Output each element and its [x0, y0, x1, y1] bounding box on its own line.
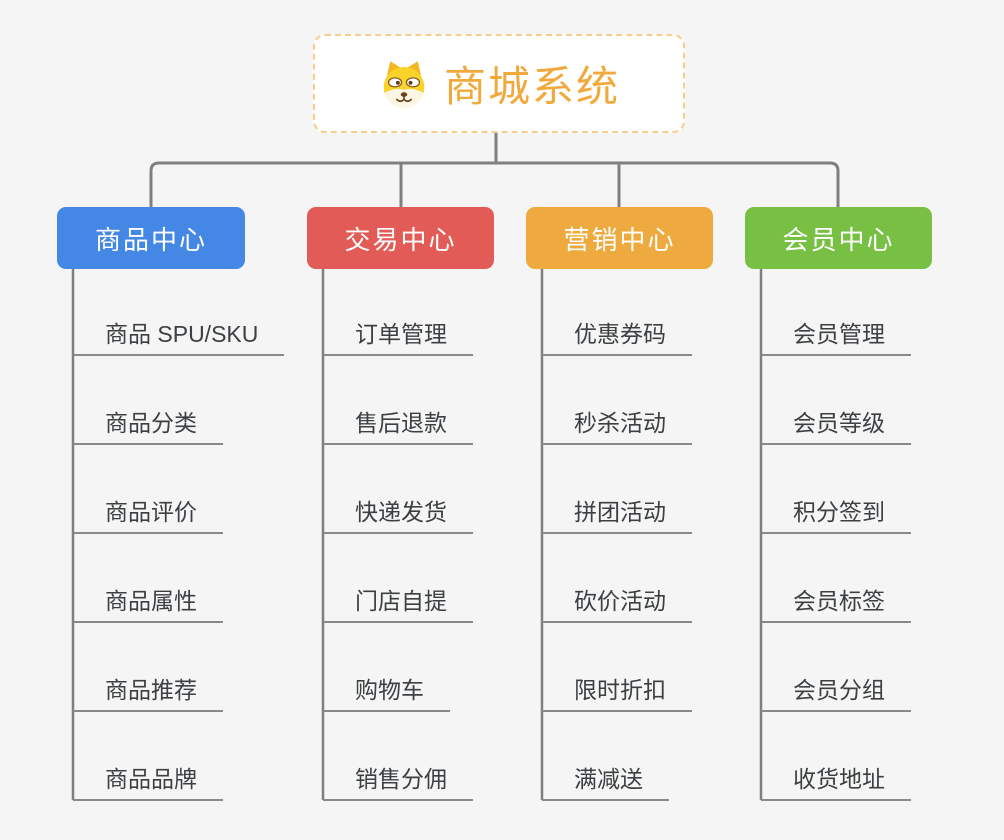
leaf-node[interactable]: 商品推荐 — [73, 676, 223, 712]
leaf-node[interactable]: 砍价活动 — [542, 587, 692, 623]
leaf-node[interactable]: 拼团活动 — [542, 498, 692, 534]
leaf-node[interactable]: 会员标签 — [761, 587, 911, 623]
root-label: 商城系统 — [443, 63, 620, 110]
leaf-node[interactable]: 商品分类 — [73, 409, 223, 445]
leaf-node[interactable]: 快递发货 — [323, 498, 473, 534]
leaf-node[interactable]: 积分签到 — [761, 498, 911, 534]
leaf-node[interactable]: 商品 SPU/SKU — [73, 320, 285, 356]
root-node[interactable]: 商城系统 — [313, 34, 685, 133]
leaf-node[interactable]: 商品评价 — [73, 498, 223, 534]
branch-node-member-center[interactable]: 会员中心 — [745, 207, 932, 269]
leaf-node[interactable]: 秒杀活动 — [542, 409, 692, 445]
leaf-node[interactable]: 满减送 — [542, 765, 669, 801]
leaf-node[interactable]: 会员分组 — [761, 676, 911, 712]
branch-node-trade-center[interactable]: 交易中心 — [307, 207, 494, 269]
leaf-node[interactable]: 销售分佣 — [323, 765, 473, 801]
leaf-node[interactable]: 优惠券码 — [542, 320, 692, 356]
branch-node-marketing-center[interactable]: 营销中心 — [526, 207, 713, 269]
leaf-node[interactable]: 收货地址 — [761, 765, 911, 801]
shiba-dog-icon — [378, 58, 430, 110]
leaf-node[interactable]: 商品属性 — [73, 587, 223, 623]
leaf-node[interactable]: 购物车 — [323, 676, 450, 712]
branch-node-product-center[interactable]: 商品中心 — [57, 207, 245, 269]
leaf-node[interactable]: 订单管理 — [323, 320, 473, 356]
leaf-node[interactable]: 门店自提 — [323, 587, 473, 623]
leaf-node[interactable]: 限时折扣 — [542, 676, 692, 712]
leaf-node[interactable]: 商品品牌 — [73, 765, 223, 801]
leaf-node[interactable]: 会员管理 — [761, 320, 911, 356]
leaf-node[interactable]: 会员等级 — [761, 409, 911, 445]
leaf-node[interactable]: 售后退款 — [323, 409, 473, 445]
